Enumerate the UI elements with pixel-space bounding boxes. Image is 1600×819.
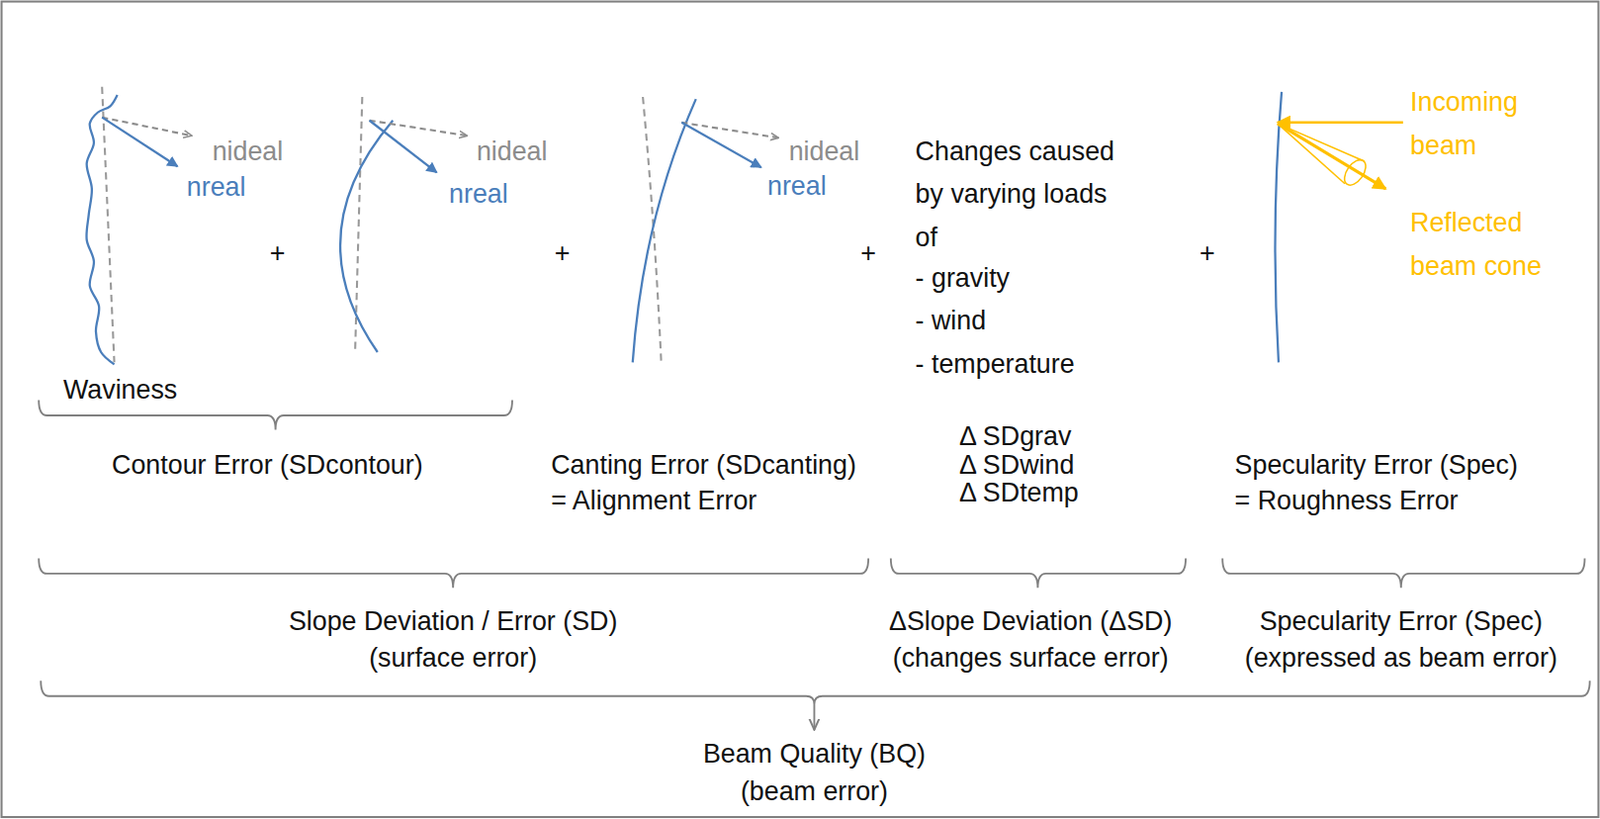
real-contour	[632, 98, 697, 362]
normal-label: nideal	[476, 134, 548, 168]
bracket	[38, 557, 869, 588]
error-label: = Roughness Error	[1235, 483, 1459, 517]
cone-ray	[1277, 123, 1345, 184]
group-label: (surface error)	[368, 640, 537, 674]
load-item: - wind	[915, 304, 987, 338]
group-label: (changes surface error)	[892, 640, 1169, 674]
error-label: Contour Error (SDcontour)	[111, 447, 424, 481]
load-item: - gravity	[915, 261, 1010, 294]
plus-sign: +	[1199, 236, 1216, 269]
part-label: Waviness	[63, 373, 178, 407]
normal-label: nreal	[448, 177, 509, 211]
group-label: Specularity Error (Spec)	[1259, 604, 1543, 637]
error-label: Δ SDwind	[959, 449, 1074, 479]
normal-label: nreal	[186, 170, 247, 203]
normal-ideal	[369, 120, 468, 136]
ideal-contour	[101, 87, 114, 363]
reflected-ray	[1277, 123, 1386, 189]
result-label: Beam Quality (BQ)	[703, 736, 926, 770]
plus-sign: +	[269, 236, 286, 269]
incoming-ray	[1277, 121, 1404, 125]
normal-real	[681, 122, 761, 168]
bracket	[40, 680, 1590, 705]
brackets	[38, 400, 1590, 706]
group-label: Slope Deviation / Error (SD)	[288, 604, 619, 637]
real-contour	[86, 94, 117, 364]
normal-label: nideal	[789, 134, 861, 168]
result-arrow	[813, 704, 816, 730]
normal-label: nreal	[767, 169, 827, 202]
reflected-cone	[1339, 156, 1370, 189]
load-item: - temperature	[915, 347, 1075, 380]
real-contour	[86, 94, 117, 364]
error-label: Canting Error (SDcanting)	[550, 447, 857, 481]
beam-label: Incoming beam	[1410, 81, 1564, 168]
beam-label: Reflected beam cone	[1410, 200, 1564, 287]
error-label: Specularity Error (Spec)	[1235, 447, 1518, 481]
plus-sign: +	[554, 236, 571, 269]
result-label: (beam error)	[740, 774, 889, 807]
bracket	[890, 557, 1186, 588]
bracket	[1222, 557, 1585, 588]
mirror-surface	[1274, 91, 1282, 362]
error-label: Δ SDtemp	[959, 477, 1079, 507]
group-label: ΔSlope Deviation (ΔSD)	[888, 604, 1172, 637]
normal-real	[101, 117, 178, 168]
plus-sign: +	[860, 236, 877, 269]
group-label: (expressed as beam error)	[1244, 640, 1558, 674]
normal-label: nideal	[212, 134, 284, 168]
error-label: Δ SDgrav	[959, 421, 1071, 450]
cone-ray	[1277, 123, 1365, 162]
real-contour	[340, 120, 393, 353]
error-label: = Alignment Error	[550, 483, 757, 517]
load-note: Changes caused by varying loads of	[915, 129, 1136, 259]
normal-real	[369, 120, 438, 174]
